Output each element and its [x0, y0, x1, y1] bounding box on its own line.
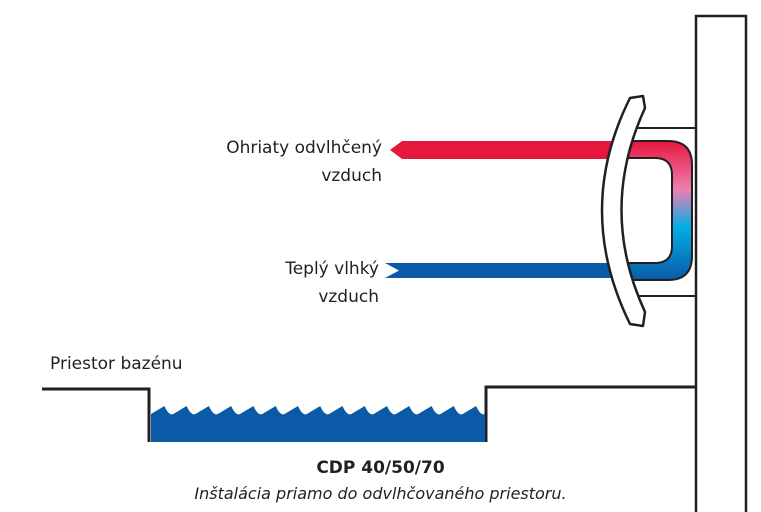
unit-housing	[632, 127, 696, 297]
dehumidifier-duct	[617, 140, 693, 281]
caption-subtitle: Inštalácia priamo do odvlhčovaného pries…	[194, 484, 567, 503]
label-warm-dry-air-line2: vzduch	[321, 166, 382, 186]
building-wall	[694, 14, 748, 512]
pool-water	[151, 406, 485, 442]
unit-grille-cover	[600, 94, 647, 328]
label-warm-humid-air-line1: Teplý vlhký	[285, 259, 379, 279]
label-pool-space: Priestor bazénu	[50, 354, 183, 374]
pool-outline	[42, 385, 696, 442]
hot-air-arrow	[390, 141, 620, 159]
humid-air-arrow	[385, 263, 622, 278]
label-warm-dry-air: Ohriaty odvlhčený vzduch	[150, 136, 382, 188]
label-warm-dry-air-line1: Ohriaty odvlhčený	[226, 138, 382, 158]
label-warm-humid-air: Teplý vlhký vzduch	[150, 257, 379, 309]
label-warm-humid-air-line2: vzduch	[318, 287, 379, 307]
caption-title: CDP 40/50/70	[316, 458, 445, 478]
